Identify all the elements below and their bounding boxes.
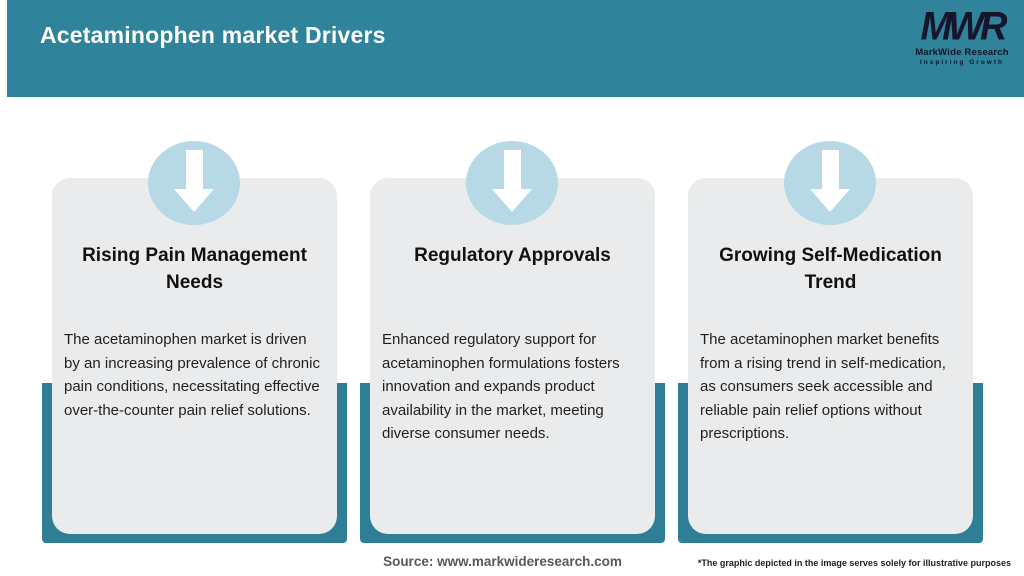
card-description: The acetaminophen market is driven by an… — [64, 331, 320, 419]
down-arrow-icon — [174, 150, 214, 212]
card-description: Enhanced regulatory support for acetamin… — [382, 331, 620, 442]
arrow-head — [810, 189, 850, 212]
down-arrow-icon — [492, 150, 532, 212]
circle-badge — [148, 141, 240, 225]
markwide-research-logo: MWR MarkWide Research Inspiring Growth — [912, 4, 1012, 66]
arrow-head — [174, 189, 214, 212]
arrow-shaft — [503, 150, 521, 189]
page-title: Acetaminophen market Drivers — [40, 22, 386, 48]
card-title: Rising Pain Management Needs — [82, 245, 307, 293]
driver-card: Rising Pain Management Needs The acetami… — [52, 178, 337, 534]
circle-badge — [466, 141, 558, 225]
card-title: Growing Self-Medication Trend — [719, 245, 942, 293]
logo-mwr-monogram: MWR — [920, 4, 1008, 50]
arrow-shaft — [821, 150, 839, 189]
down-arrow-icon — [810, 150, 850, 212]
arrow-head — [492, 189, 532, 212]
logo-tagline: Inspiring Growth — [920, 59, 1004, 66]
driver-card: Growing Self-Medication Trend The acetam… — [688, 178, 973, 534]
disclaimer-note: *The graphic depicted in the image serve… — [697, 558, 1011, 568]
source-attribution: Source: www.markwideresearch.com — [383, 554, 622, 569]
arrow-shaft — [185, 150, 203, 189]
card-title: Regulatory Approvals — [414, 245, 611, 266]
circle-badge — [784, 141, 876, 225]
logo-company-name: MarkWide Research — [915, 47, 1009, 58]
driver-card: Regulatory Approvals Enhanced regulatory… — [370, 178, 655, 534]
header-band: Acetaminophen market Drivers MWR MarkWid… — [7, 0, 1024, 97]
card-description: The acetaminophen market benefits from a… — [700, 331, 946, 442]
